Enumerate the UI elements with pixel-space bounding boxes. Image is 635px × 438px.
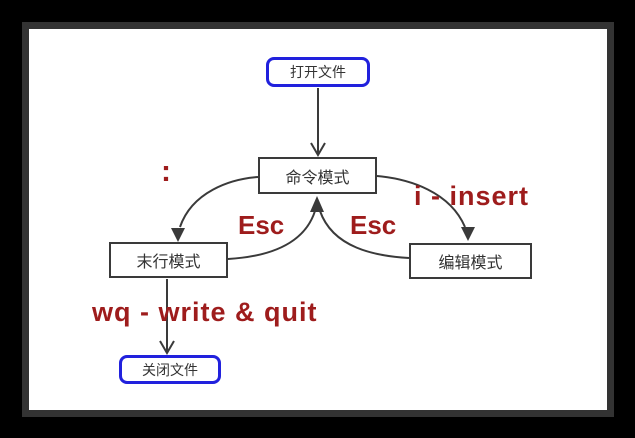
node-last-line-mode: 末行模式 [109,242,228,278]
node-last-line-mode-label: 末行模式 [136,254,201,271]
edge-label-esc-left: Esc [238,210,285,240]
edge-label-i-insert: i - insert [414,181,530,211]
node-close-file: 关闭文件 [119,355,221,384]
node-edit-mode: 编辑模式 [409,243,532,279]
node-close-file-label: 关闭文件 [142,361,198,378]
edge-label-esc-right: Esc [350,210,397,240]
node-command-mode: 命令模式 [258,157,377,194]
node-open-file: 打开文件 [266,57,370,87]
edge-label-wq-write-quit: wq - write & quit [92,297,318,327]
node-edit-mode-label: 编辑模式 [438,255,503,272]
edge-label-colon: : [161,155,171,188]
node-command-mode-label: 命令模式 [285,169,350,187]
diagram-frame [22,22,614,417]
node-open-file-label: 打开文件 [290,64,346,80]
